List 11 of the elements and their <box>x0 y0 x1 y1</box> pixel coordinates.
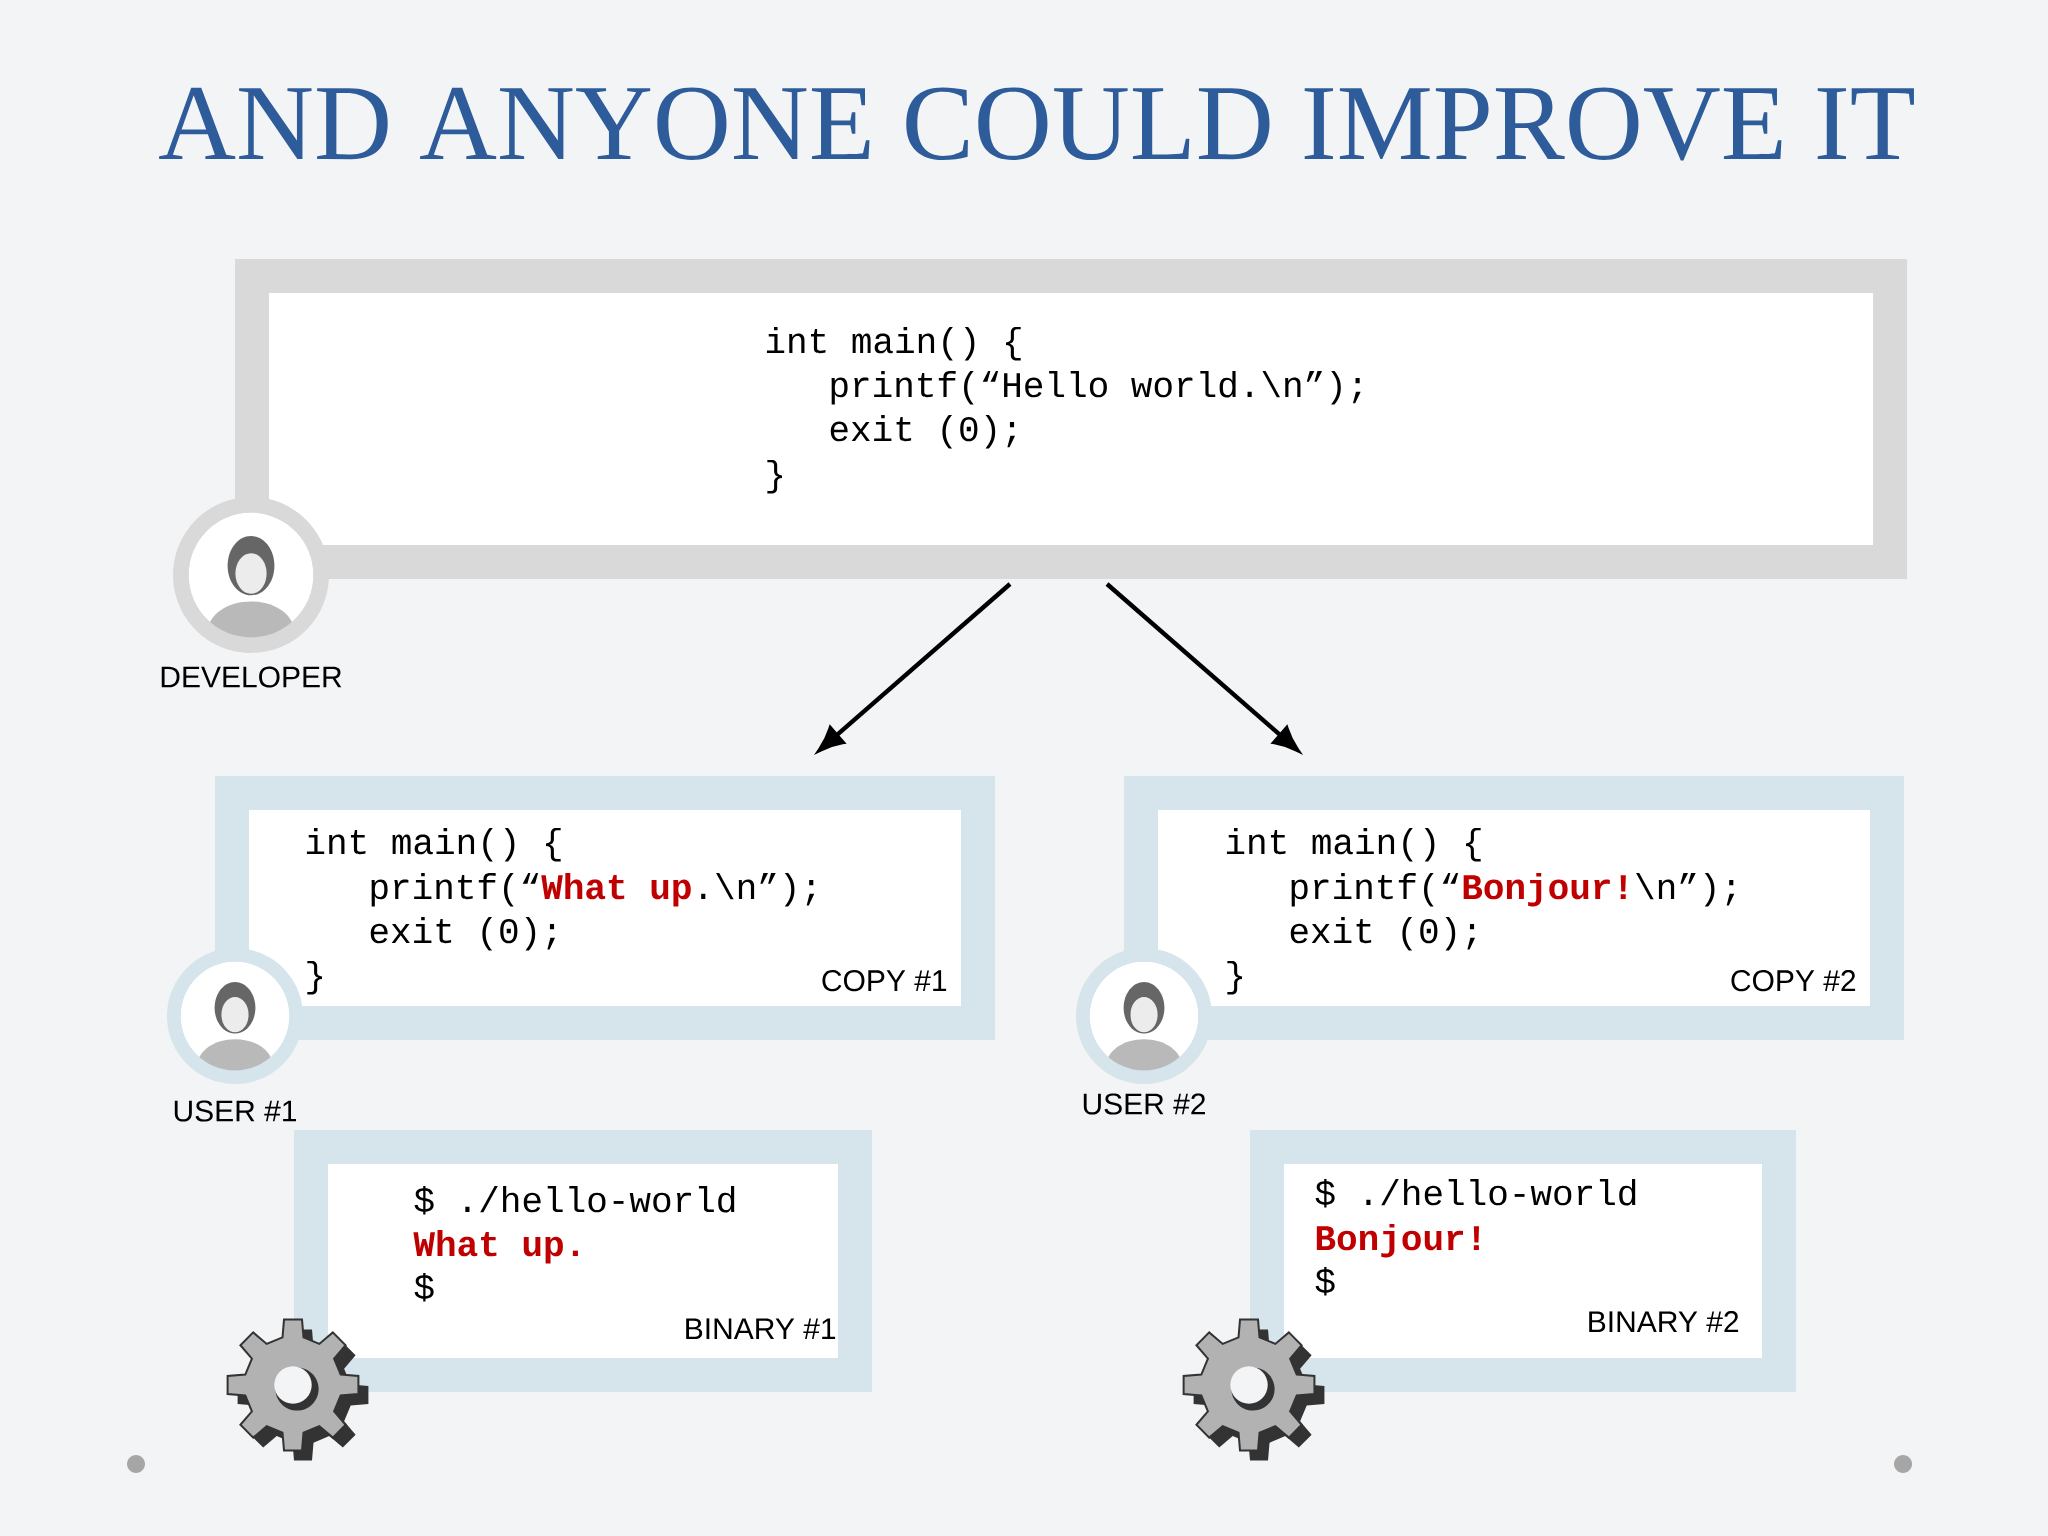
title: AND ANYONE COULD IMPROVE IT <box>159 87 1914 161</box>
avatar-label: USER #1 <box>174 1100 296 1122</box>
code-box: int main() { printf(“Bonjour!\n”); exit (0); } COPY #2 <box>1124 776 1905 1040</box>
gear-icon <box>226 1318 369 1461</box>
code-box: $ ./hello-world What up. $ BINARY #1 <box>294 1130 872 1392</box>
avatar-label: DEVELOPER <box>161 666 342 688</box>
avatar-label: USER #2 <box>1083 1093 1205 1115</box>
code-box: $ ./hello-world Bonjour! $ BINARY #2 <box>1250 1130 1797 1392</box>
code-box: int main() { printf(“Hello world.\n”); exit (0); } <box>235 259 1908 579</box>
gear-icon <box>1182 1318 1325 1461</box>
code-box: int main() { printf(“What up.\n”); exit (0); } COPY #1 <box>215 776 995 1040</box>
